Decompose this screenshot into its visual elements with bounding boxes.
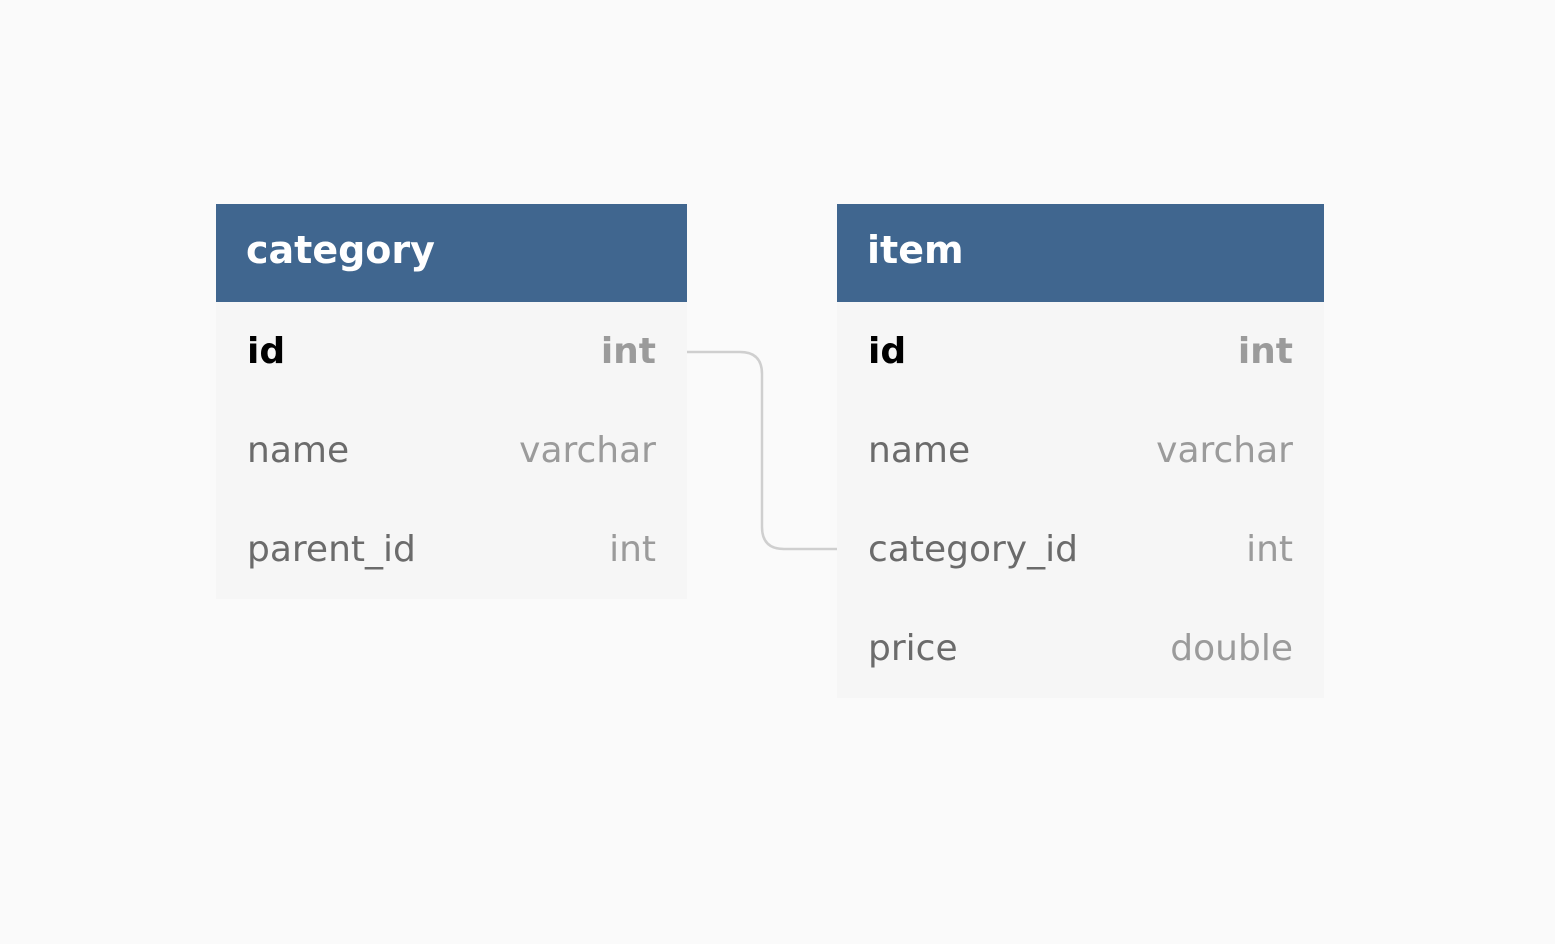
table-item[interactable]: item id int name varchar category_id int…: [837, 204, 1324, 698]
field-name: id: [868, 331, 907, 372]
field-type: varchar: [1156, 430, 1293, 471]
table-header-item[interactable]: item: [837, 204, 1324, 302]
field-name: name: [247, 430, 350, 471]
field-type: int: [1246, 529, 1293, 570]
field-type: int: [1237, 331, 1293, 372]
field-row-item-price[interactable]: price double: [837, 599, 1324, 698]
field-row-category-name[interactable]: name varchar: [216, 401, 687, 500]
field-name: price: [868, 628, 958, 669]
field-row-category-id[interactable]: id int: [216, 302, 687, 401]
field-type: int: [600, 331, 656, 372]
field-type: varchar: [519, 430, 656, 471]
relation-line-category-id-to-item-category-id[interactable]: [687, 350, 837, 551]
field-name: category_id: [868, 529, 1078, 570]
field-row-item-category-id[interactable]: category_id int: [837, 500, 1324, 599]
field-row-item-name[interactable]: name varchar: [837, 401, 1324, 500]
table-header-category[interactable]: category: [216, 204, 687, 302]
field-row-category-parent-id[interactable]: parent_id int: [216, 500, 687, 599]
field-name: id: [247, 331, 286, 372]
field-row-item-id[interactable]: id int: [837, 302, 1324, 401]
field-type: int: [609, 529, 656, 570]
field-name: name: [868, 430, 971, 471]
table-category[interactable]: category id int name varchar parent_id i…: [216, 204, 687, 599]
field-name: parent_id: [247, 529, 416, 570]
field-type: double: [1170, 628, 1293, 669]
